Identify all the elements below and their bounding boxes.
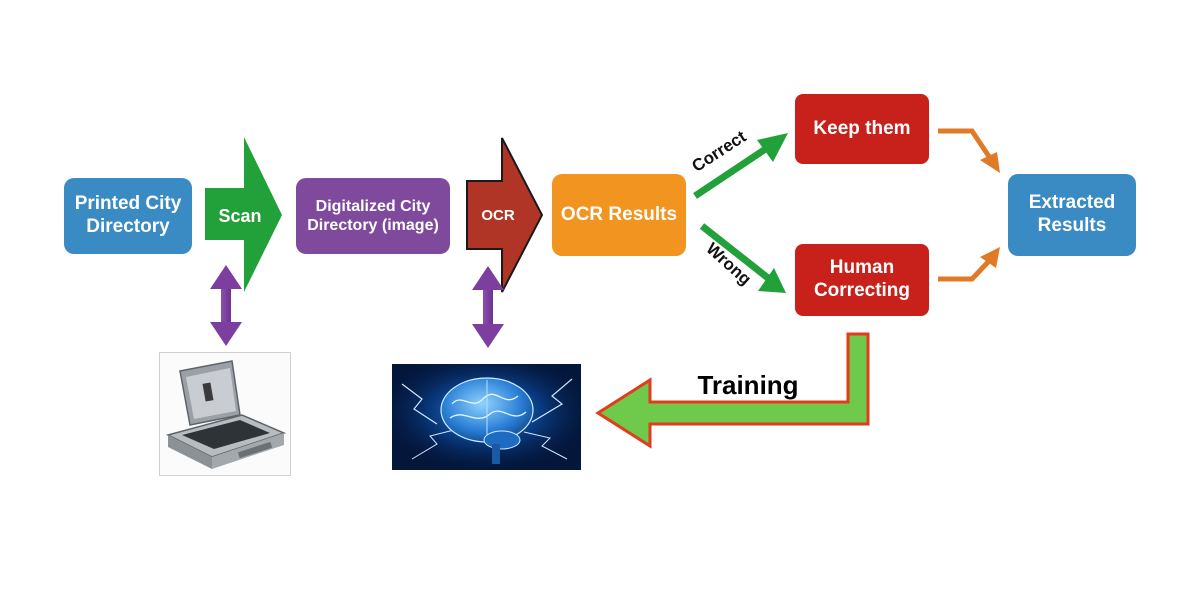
digitalized-directory-label: Digitalized City Directory (image) — [307, 197, 439, 234]
digitalized-directory-box: Digitalized City Directory (image) — [296, 178, 450, 254]
extracted-results-box: Extracted Results — [1008, 174, 1136, 256]
ocr-arrow-label: OCR — [481, 207, 515, 224]
human-correcting-box: Human Correcting — [795, 244, 929, 316]
printed-city-directory-label: Printed City Directory — [74, 193, 182, 237]
training-label: Training — [697, 370, 798, 400]
keep-them-label: Keep them — [813, 117, 911, 139]
scan-arrow-label: Scan — [218, 206, 261, 226]
brain-double-arrow — [472, 266, 504, 348]
scanner-double-arrow — [210, 265, 242, 346]
scanner-icon — [159, 352, 291, 476]
ocr-arrow — [466, 137, 544, 293]
ocr-results-box: OCR Results — [552, 174, 686, 256]
brain-icon — [392, 364, 581, 470]
training-arrow — [595, 332, 870, 449]
printed-city-directory-box: Printed City Directory — [64, 178, 192, 254]
wrong-arrow — [699, 223, 786, 293]
correct-arrow — [693, 133, 788, 199]
scan-arrow — [205, 137, 282, 292]
extracted-results-label: Extracted Results — [1028, 192, 1116, 236]
keep-to-extracted-arrow — [938, 128, 1000, 173]
keep-them-box: Keep them — [795, 94, 929, 164]
ocr-results-label: OCR Results — [560, 203, 678, 225]
human-to-extracted-arrow — [938, 247, 1000, 282]
human-correcting-label: Human Correcting — [813, 257, 911, 301]
